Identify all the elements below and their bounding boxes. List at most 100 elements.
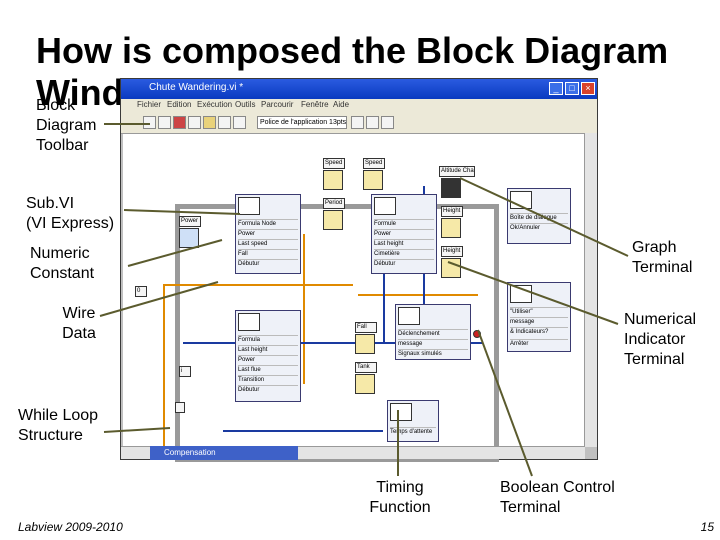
numeric-constant[interactable]: 0 — [135, 286, 147, 297]
menu-item-help[interactable]: Aide — [333, 100, 350, 109]
label-line: Constant — [30, 265, 95, 282]
menu-item-execute[interactable]: Exécution — [197, 100, 233, 109]
subvi-formula-node[interactable]: Formule Power Last height Cimetière Débu… — [371, 194, 437, 274]
numerical-indicator-label: Numerical Indicator Terminal — [624, 310, 696, 370]
node-row: Fall — [238, 249, 298, 259]
node-row: message — [398, 339, 468, 349]
node-row: Power — [238, 355, 298, 365]
label-line: Indicator — [624, 331, 686, 348]
label-line: Sub.VI — [26, 195, 75, 212]
wire-data-label: Wire Data — [56, 304, 102, 344]
speed-indicator-icon — [323, 170, 343, 190]
power-control-icon — [179, 228, 199, 248]
timing-function-label: Timing Function — [360, 478, 440, 518]
formula-icon — [374, 197, 396, 215]
node-row: Formula — [238, 335, 298, 345]
formula-icon — [238, 313, 260, 331]
subvi-formula-node[interactable]: Formula Last height Power Last flue Tran… — [235, 310, 301, 402]
wire[interactable] — [183, 342, 483, 344]
label-line: Terminal — [624, 351, 685, 368]
label-line: (VI Express) — [26, 215, 115, 232]
diagram-canvas[interactable]: Speed Speed Period Power Height Height A… — [123, 134, 584, 462]
node-row: Déclenchement — [398, 329, 468, 339]
step-over-button[interactable] — [233, 116, 246, 129]
close-button[interactable]: × — [581, 82, 595, 95]
wire[interactable] — [163, 284, 353, 286]
fall-terminal[interactable]: Fall — [355, 322, 377, 333]
power-terminal[interactable]: Power — [179, 216, 201, 227]
label-line: Diagram — [36, 117, 97, 134]
label-line: Toolbar — [36, 137, 89, 154]
iteration-terminal: i — [179, 366, 191, 377]
node-row: Débutur — [238, 385, 298, 395]
window-title-bar[interactable]: Chute Wandering.vi * _ □ × — [121, 79, 597, 99]
waveform-chart-icon — [441, 178, 461, 198]
vertical-scrollbar[interactable] — [584, 133, 597, 447]
wire[interactable] — [223, 430, 383, 432]
dialog-node[interactable]: Boîte de dialogue Ok/Annuler — [507, 188, 571, 244]
minimize-button[interactable]: _ — [549, 82, 563, 95]
node-row: Power — [374, 229, 434, 239]
stop-condition-terminal[interactable] — [175, 402, 185, 413]
node-row: Débutur — [374, 259, 434, 269]
menu-item-browse[interactable]: Parcourir — [261, 100, 294, 109]
dialog-icon — [510, 191, 532, 209]
while-loop-label: While Loop Structure — [18, 406, 98, 446]
height-indicator-icon — [441, 218, 461, 238]
menu-item-tools[interactable]: Outils — [235, 100, 256, 109]
speed-terminal[interactable]: Speed — [363, 158, 385, 169]
node-row: Transition — [238, 375, 298, 385]
menu-item-window[interactable]: Fenêtre — [301, 100, 329, 109]
menu-bar: Fichier Edition Exécution Outils Parcour… — [121, 99, 597, 113]
label-line: Wire — [62, 305, 96, 322]
block-diagram-toolbar: Police de l'application 13pts — [121, 113, 597, 134]
clock-icon — [390, 403, 412, 421]
node-row: Last flue — [238, 365, 298, 375]
wire[interactable] — [358, 294, 478, 296]
highlight-execution-button[interactable] — [203, 116, 216, 129]
block-diagram-window: Chute Wandering.vi * _ □ × Fichier Editi… — [120, 78, 598, 462]
label-line: Numeric — [30, 245, 90, 262]
label-line: Boolean Control — [500, 479, 615, 496]
boolean-control-terminal[interactable] — [473, 330, 481, 338]
height-terminal[interactable]: Height — [441, 246, 463, 257]
tank-terminal[interactable]: Tank — [355, 362, 377, 373]
stop-label: Arrêter — [510, 339, 568, 349]
wire[interactable] — [303, 234, 305, 384]
period-indicator-icon — [323, 210, 343, 230]
express-vi-node[interactable]: Déclenchement message Signaux simulés — [395, 304, 471, 360]
reorder-button[interactable] — [381, 116, 394, 129]
label-line: Timing — [376, 479, 424, 496]
wire[interactable] — [383, 234, 385, 344]
node-row: Cimetière — [374, 249, 434, 259]
timing-function-node[interactable]: Temps d'attente — [387, 400, 439, 442]
graph-terminal[interactable]: Altitude Chart — [439, 166, 475, 177]
fall-indicator-icon — [355, 334, 375, 354]
message-node[interactable]: "Utiliser" message & Indicateurs? Arrête… — [507, 282, 571, 352]
node-row: & Indicateurs? — [510, 327, 568, 337]
pause-button[interactable] — [188, 116, 201, 129]
subvi-formula-node[interactable]: Formula Node Power Last speed Fall Début… — [235, 194, 301, 274]
speed-terminal[interactable]: Speed — [323, 158, 345, 169]
height-terminal[interactable]: Height — [441, 206, 463, 217]
taskbar-item[interactable]: Compensation — [150, 446, 298, 460]
node-row: Ok/Annuler — [510, 223, 568, 233]
label-line: While Loop — [18, 407, 99, 424]
numeric-constant-label: Numeric Constant — [30, 244, 94, 284]
run-continuously-button[interactable] — [158, 116, 171, 129]
message-icon — [510, 285, 532, 303]
run-button[interactable] — [143, 116, 156, 129]
label-line: Function — [369, 499, 431, 516]
period-terminal[interactable]: Period — [323, 198, 345, 209]
speed-control-icon — [363, 170, 383, 190]
abort-button[interactable] — [173, 116, 186, 129]
distribute-button[interactable] — [366, 116, 379, 129]
step-into-button[interactable] — [218, 116, 231, 129]
font-selector[interactable]: Police de l'application 13pts — [257, 116, 347, 129]
align-button[interactable] — [351, 116, 364, 129]
maximize-button[interactable]: □ — [565, 82, 579, 95]
menu-item-edit[interactable]: Edition — [167, 100, 192, 109]
wire[interactable] — [163, 284, 165, 454]
node-row: Signaux simulés — [398, 349, 468, 359]
menu-item-file[interactable]: Fichier — [137, 100, 162, 109]
